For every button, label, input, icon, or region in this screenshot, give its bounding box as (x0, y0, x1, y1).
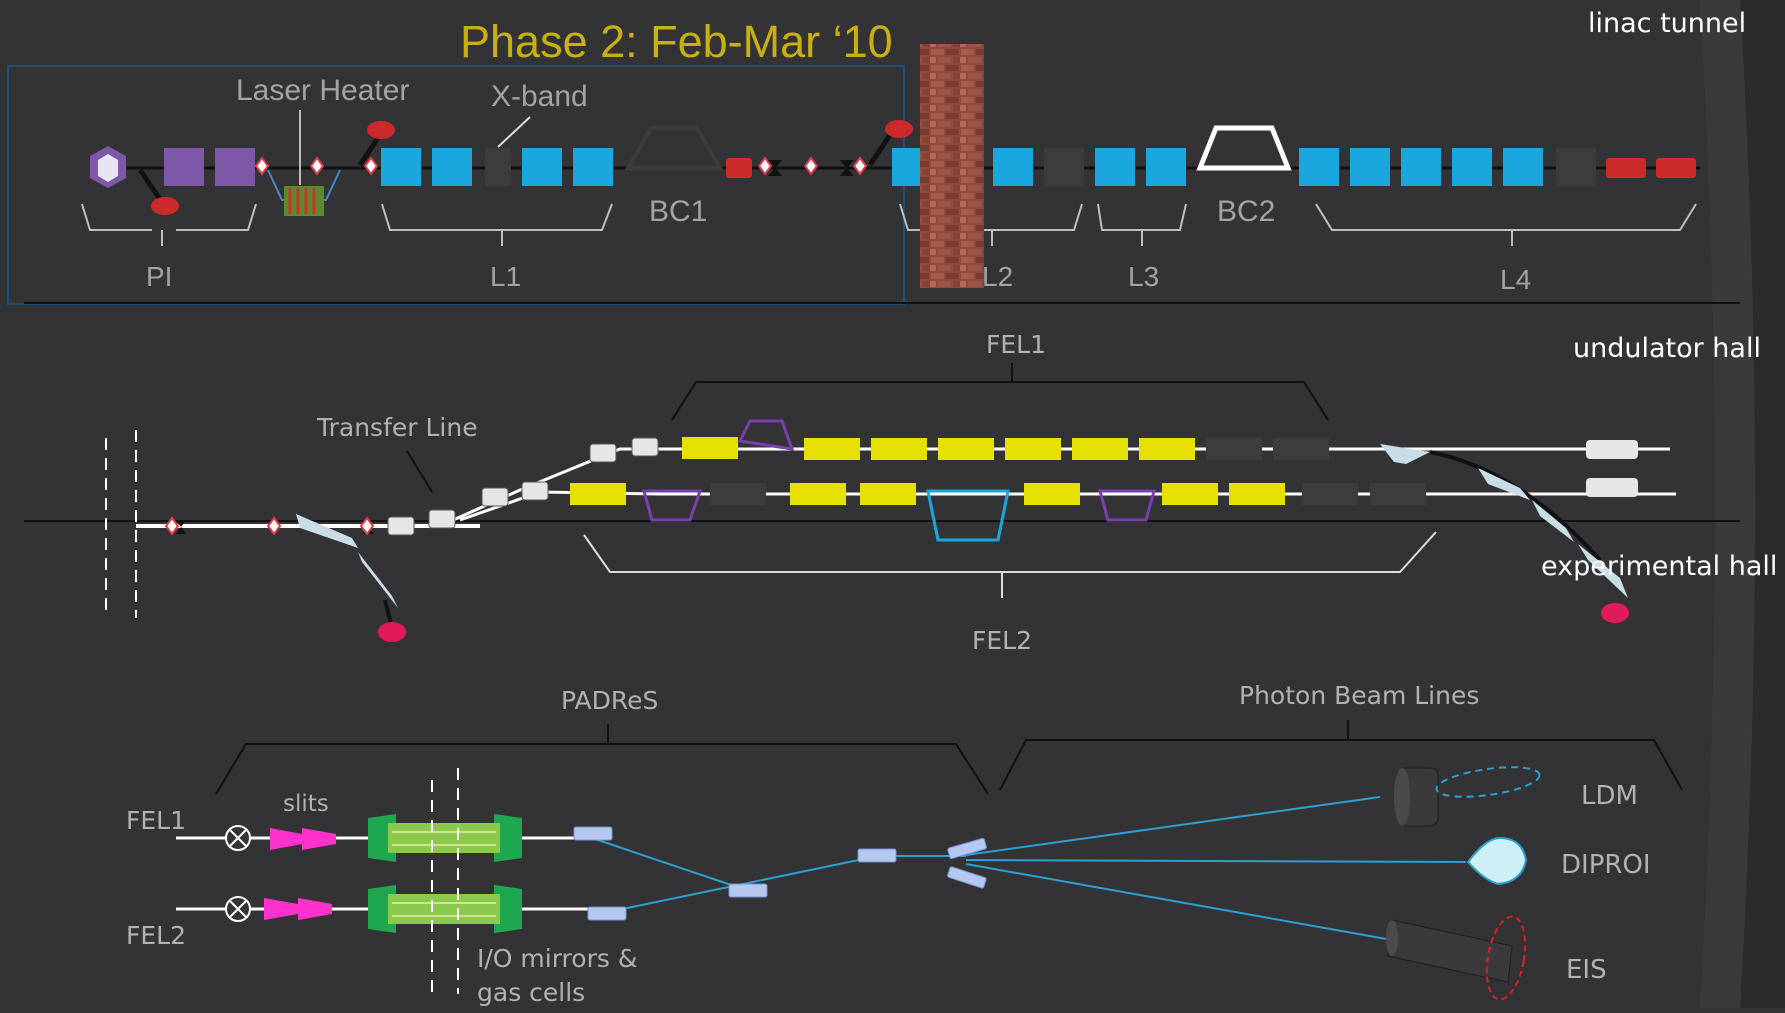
l1-section-3 (522, 148, 562, 186)
pi-dump (151, 197, 179, 215)
diproi-label: DIPROI (1561, 850, 1651, 880)
slits-label: slits (283, 791, 329, 817)
diagram-title: Phase 2: Feb-Mar ‘10 (460, 16, 893, 68)
photon-transport (176, 720, 1682, 1002)
bc2-chicane (1200, 128, 1288, 168)
eis-label: EIS (1566, 955, 1607, 985)
l4-section-1 (1299, 148, 1339, 186)
fel2-delay-line (928, 491, 1008, 540)
l2-section-off (1044, 148, 1084, 186)
l4-section-4 (1452, 148, 1492, 186)
pi-cavity-2 (215, 148, 255, 186)
right-shade-2 (1700, 0, 1755, 1008)
section-label-bc2: BC2 (1217, 195, 1275, 229)
section-label-l1: L1 (490, 261, 521, 293)
dump-dipole-2 (358, 552, 398, 608)
x-band-cavity (485, 148, 511, 186)
undulator-hall-label: undulator hall (1573, 333, 1761, 364)
l4-section-3 (1401, 148, 1441, 186)
pi-cavity-1 (164, 148, 204, 186)
fel1-label: FEL1 (986, 330, 1046, 359)
experimental-hall-label: experimental hall (1541, 551, 1777, 582)
transfer-line-label: Transfer Line (317, 413, 478, 442)
section-label-l2: L2 (982, 261, 1013, 293)
fel2-label: FEL2 (972, 626, 1032, 655)
linac-tunnel-label: linac tunnel (1588, 8, 1746, 39)
section-label-l3: L3 (1128, 261, 1159, 293)
x-circle-icon (226, 826, 250, 850)
diproi-chamber (1468, 838, 1526, 884)
laser-heater-label: Laser Heater (236, 74, 409, 108)
l1-section-2 (432, 148, 472, 186)
dump-dipole-1 (296, 514, 358, 548)
eis-chamber (1388, 920, 1512, 982)
fel1-chicane (740, 421, 792, 449)
slit-fel1-1 (270, 828, 302, 850)
l3-section-2 (1146, 148, 1186, 186)
x-circle-icon (226, 897, 250, 921)
gas-cell-fel1 (388, 823, 500, 853)
dump-2 (1601, 603, 1629, 623)
section-label-bc1: BC1 (649, 195, 707, 229)
linac-beamline (82, 110, 1700, 246)
gas-cell-fel2 (388, 894, 500, 924)
l1-section-4 (573, 148, 613, 186)
section-label-l4: L4 (1500, 264, 1531, 296)
dump-1 (378, 622, 406, 642)
padres-label: PADReS (561, 686, 658, 715)
l4-section-5 (1503, 148, 1543, 186)
x-band-label: X-band (491, 80, 588, 114)
slit-fel2-1 (264, 898, 298, 920)
ldm-label: LDM (1581, 781, 1638, 811)
undulator-beamlines (106, 363, 1676, 642)
section-label-pi: PI (146, 261, 172, 293)
brick-wall-icon (920, 44, 984, 288)
slit-fel1-2 (302, 828, 336, 850)
l3-section-1 (1095, 148, 1135, 186)
exp-fel1-label: FEL1 (126, 806, 186, 835)
l4-section-2 (1350, 148, 1390, 186)
exp-fel2-label: FEL2 (126, 921, 186, 950)
l1-section-1 (381, 148, 421, 186)
l4-section-off (1556, 148, 1596, 186)
io-mirrors-label: I/O mirrors & (477, 944, 637, 973)
gas-cells-label: gas cells (477, 978, 585, 1007)
slit-fel2-2 (298, 898, 332, 920)
photon-beam-lines-label: Photon Beam Lines (1239, 681, 1479, 710)
bc1-chicane (628, 128, 720, 168)
l2-section-3 (993, 148, 1033, 186)
